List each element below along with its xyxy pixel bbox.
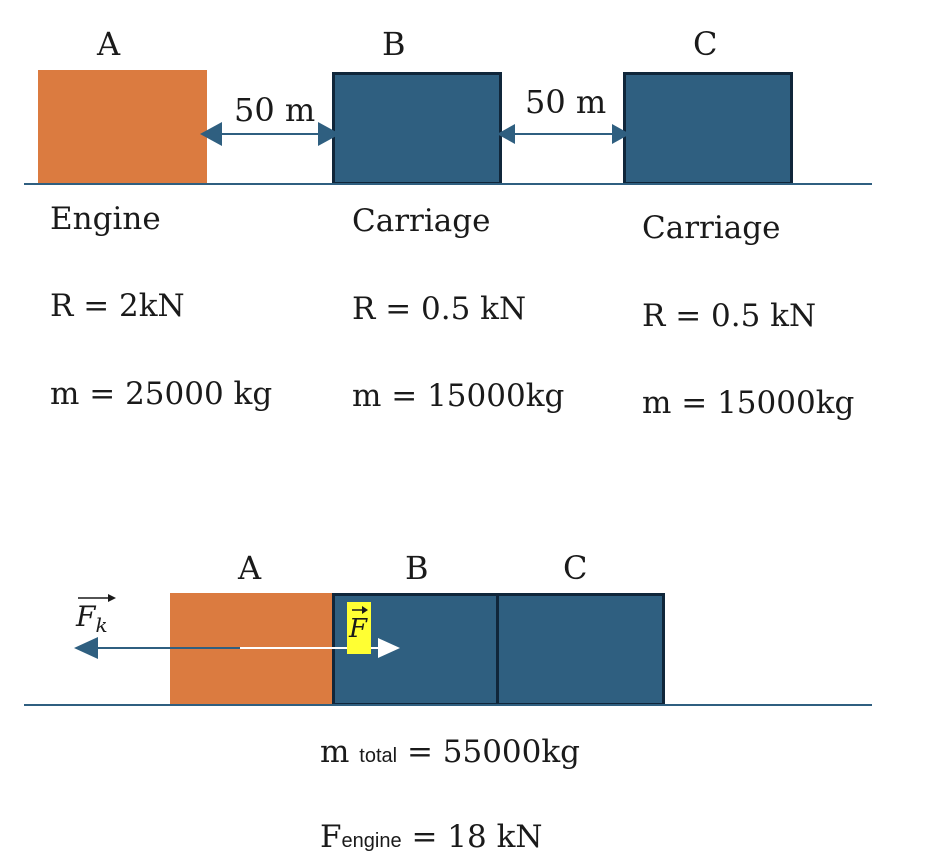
label-a-bottom: A [238, 549, 262, 587]
friction-force-subscript: k [95, 613, 108, 637]
engine-resistance: R = 2kN [50, 288, 185, 324]
label-b-bottom: B [405, 549, 429, 587]
carriage-c-block-bottom [496, 593, 665, 706]
carriage-c-name: Carriage [642, 210, 781, 246]
total-mass-prefix: m [320, 734, 350, 770]
distance-label-ab: 50 m [234, 91, 316, 129]
friction-force-letter: F [76, 600, 96, 633]
carriage-c-mass: m = 15000kg [642, 385, 855, 421]
engine-force-prefix: F [320, 819, 342, 855]
engine-block-top [38, 70, 207, 184]
label-c-bottom: C [563, 549, 588, 587]
engine-force-vector-label: F [347, 602, 371, 654]
total-mass-subscript: total [359, 745, 398, 767]
carriage-b-resistance: R = 0.5 kN [352, 291, 527, 327]
engine-force-value: = 18 kN [411, 819, 543, 855]
engine-name: Engine [50, 201, 161, 237]
carriage-b-mass: m = 15000kg [352, 378, 565, 414]
label-c-top: C [693, 25, 718, 63]
carriage-b-name: Carriage [352, 203, 491, 239]
engine-force-subscript: engine [341, 830, 402, 852]
friction-force-label: Fk [76, 600, 108, 637]
total-mass-equation: m total = 55000kg [320, 737, 580, 768]
engine-block-bottom [170, 593, 334, 706]
engine-force-letter: F [349, 614, 368, 644]
ground-line-bottom [24, 704, 872, 706]
carriage-b-block-top [332, 72, 502, 185]
label-a-top: A [97, 25, 121, 63]
distance-label-bc: 50 m [525, 83, 607, 121]
engine-force-equation: Fengine = 18 kN [320, 822, 542, 853]
ground-line-top [24, 183, 872, 185]
total-mass-value: = 55000kg [406, 734, 581, 770]
vector-arrow-icon [352, 606, 368, 614]
label-b-top: B [382, 25, 406, 63]
carriage-c-resistance: R = 0.5 kN [642, 298, 817, 334]
engine-mass: m = 25000 kg [50, 376, 273, 412]
